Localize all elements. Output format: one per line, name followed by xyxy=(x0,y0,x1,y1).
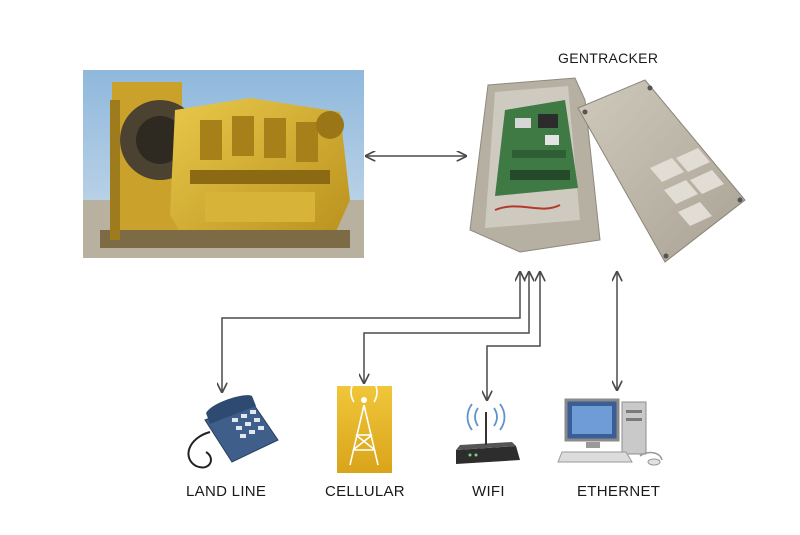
gentracker-enclosure-photo xyxy=(469,77,746,263)
land-line-label: LAND LINE xyxy=(186,483,267,500)
cellular-label: CELLULAR xyxy=(325,483,405,500)
arrow-wifi xyxy=(487,272,540,400)
wifi-router-icon xyxy=(456,403,520,464)
cellular-tower-icon xyxy=(337,381,392,473)
arrow-land-line xyxy=(222,272,520,392)
connection-arrows xyxy=(222,156,617,400)
desktop-computer-icon xyxy=(557,398,663,466)
ethernet-label: ETHERNET xyxy=(577,483,661,500)
arrow-cellular xyxy=(364,272,529,383)
gentracker-label: GENTRACKER xyxy=(558,50,659,66)
wifi-label: WIFI xyxy=(472,483,505,500)
generator-photo xyxy=(83,70,364,258)
telephone-icon xyxy=(187,395,279,469)
